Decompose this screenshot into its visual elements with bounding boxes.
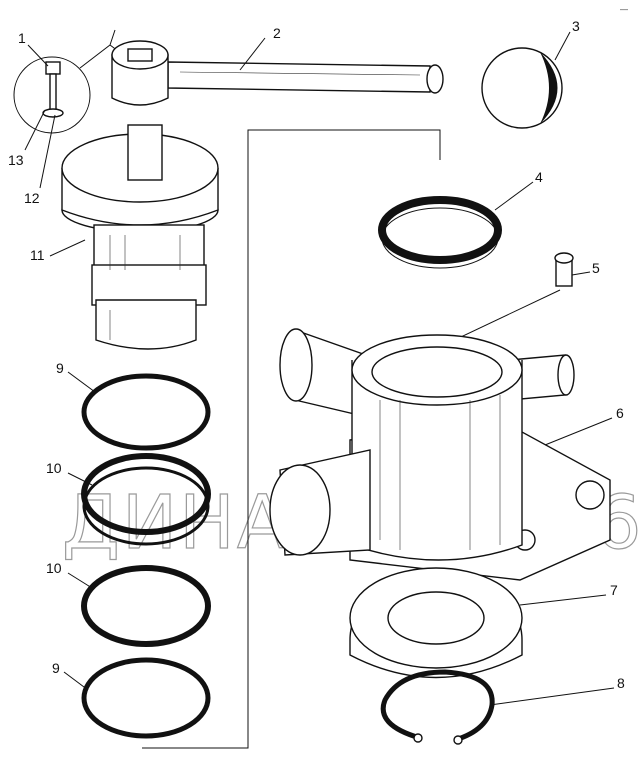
o-ring-9-top (81, 373, 211, 451)
leader-lines (24, 31, 615, 706)
callout-5: 5 (592, 260, 600, 276)
ball-part (481, 47, 563, 129)
o-ring-9-bottom (81, 657, 211, 739)
callout-8: 8 (617, 675, 625, 691)
ring-4-part (378, 196, 502, 269)
callout-13: 13 (8, 152, 24, 168)
callout-3: 3 (572, 18, 580, 34)
callout-10-lower: 10 (46, 560, 62, 576)
callout-9-bottom: 9 (52, 660, 60, 676)
valve-body-6-part (269, 328, 611, 581)
callout-9-top: 9 (56, 360, 64, 376)
assembly-bracket-line (142, 129, 441, 749)
callout-10-upper: 10 (46, 460, 62, 476)
callout-4: 4 (535, 169, 543, 185)
callout-11: 11 (30, 247, 45, 263)
callout-6: 6 (616, 405, 624, 421)
callout-2: 2 (273, 25, 281, 41)
callout-7: 7 (610, 582, 618, 598)
washer-7-part (349, 567, 523, 679)
corner-mark: — (620, 5, 628, 14)
plug-valve-part (61, 124, 219, 350)
ring-10-upper (81, 453, 211, 546)
callout-12: 12 (24, 190, 40, 206)
ring-10-lower (81, 565, 211, 647)
callout-1: 1 (18, 30, 26, 46)
handle-part (111, 40, 444, 106)
snap-ring-8-part (380, 669, 495, 745)
